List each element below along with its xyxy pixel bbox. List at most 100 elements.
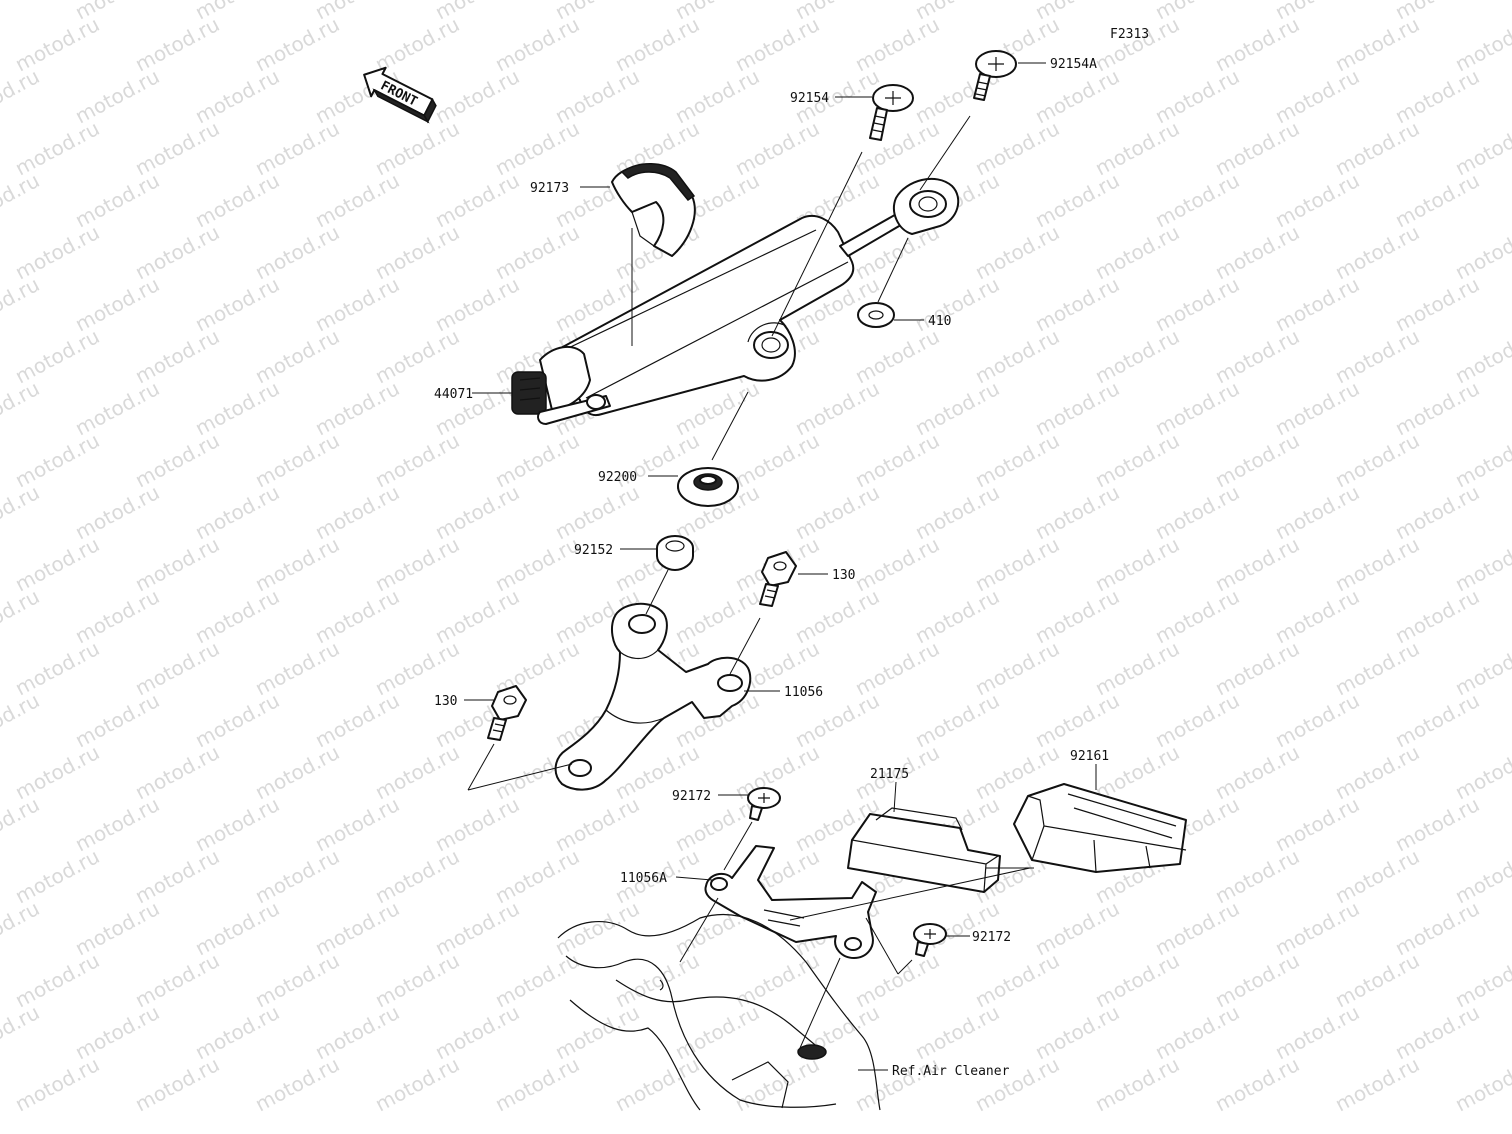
watermark-text: motod.ru [551,480,643,544]
callout-130-upper: 130 [832,568,855,583]
watermark-text: motod.ru [851,324,943,388]
watermark-text: motod.ru [11,324,103,388]
callout-11056: 11056 [784,685,823,700]
watermark-text: motod.ru [11,12,103,76]
bolt-130-lower [487,685,527,741]
watermark-text: motod.ru [251,844,343,908]
watermark-text: motod.ru [71,792,163,856]
watermark-text: motod.ru [371,1052,463,1116]
watermark-text: motod.ru [491,220,583,284]
watermark-text: motod.ru [911,272,1003,336]
watermark-text: motod.ru [0,480,43,544]
watermark-text: motod.ru [251,220,343,284]
watermark-text: motod.ru [611,1052,703,1116]
watermark-text: motod.ru [11,220,103,284]
watermark-text: motod.ru [551,1000,643,1064]
watermark-text: motod.ru [851,636,943,700]
watermark-text: motod.ru [851,948,943,1012]
watermark-text: motod.ru [131,116,223,180]
watermark-text: motod.ru [971,220,1063,284]
watermark-text: motod.ru [1031,1000,1123,1064]
watermark-text: motod.ru [1151,1000,1243,1064]
watermark-text: motod.ru [1211,116,1303,180]
watermark-text: motod.ru [251,428,343,492]
watermark-text: motod.ru [1211,1052,1303,1116]
watermark-text: motod.ru [911,376,1003,440]
watermark-text: motod.ru [1391,792,1483,856]
callout-44071: 44071 [434,387,473,402]
watermark-text: motod.ru [191,376,283,440]
steering-damper-44071 [511,177,960,425]
watermark-text: motod.ru [251,12,343,76]
watermark-text: motod.ru [1091,1052,1183,1116]
watermark-text: motod.ru [491,116,583,180]
watermark-text: motod.ru [431,376,523,440]
watermark-text: motod.ru [1451,12,1512,76]
watermark-text: motod.ru [1391,688,1483,752]
watermark-text: motod.ru [371,12,463,76]
leader-lines [464,62,1097,1071]
watermark-text: motod.ru [371,116,463,180]
watermark-text: motod.ru [131,532,223,596]
watermark-text: motod.ru [311,688,403,752]
watermark-text: motod.ru [1031,584,1123,648]
watermark-text: motod.ru [1091,116,1183,180]
callout-92154: 92154 [790,91,829,106]
watermark-text: motod.ru [1151,896,1243,960]
watermark-text: motod.ru [11,948,103,1012]
watermark-text: motod.ru [131,220,223,284]
watermark-text: motod.ru [1451,220,1512,284]
watermark-text: motod.ru [731,12,823,76]
watermark-text: motod.ru [311,896,403,960]
watermark-text: motod.ru [311,480,403,544]
callout-92154a: 92154A [1050,57,1097,72]
watermark-text: motod.ru [1091,532,1183,596]
bracket-11056 [554,602,752,791]
watermark-text: motod.ru [0,272,43,336]
watermark-text: motod.ru [1391,272,1483,336]
watermark-text: motod.ru [611,12,703,76]
callout-ref-air-cleaner: Ref.Air Cleaner [892,1064,1010,1079]
callout-130-lower: 130 [434,694,457,709]
watermark-text: motod.ru [11,636,103,700]
watermark-text: motod.ru [311,272,403,336]
watermark-text: motod.ru [1271,480,1363,544]
watermark-text: motod.ru [1391,480,1483,544]
watermark-text: motod.ru [1331,532,1423,596]
watermark-text: motod.ru [1031,688,1123,752]
screw-92172-lower [913,923,947,957]
watermark-text: motod.ru [971,948,1063,1012]
watermark-text: motod.ru [491,532,583,596]
callout-11056a: 11056A [620,871,667,886]
watermark-text: motod.ru [1271,168,1363,232]
watermark-text: motod.ru [971,428,1063,492]
watermark-text: motod.ru [851,12,943,76]
watermark-text: motod.ru [1211,532,1303,596]
watermark-text: motod.ru [311,584,403,648]
clip-92173 [611,163,696,257]
watermark-text: motod.ru [1211,636,1303,700]
watermark-text: motod.ru [611,948,703,1012]
air-cleaner-outline [557,913,881,1111]
watermark-text: motod.ru [971,532,1063,596]
watermark-text: motod.ru [131,844,223,908]
watermark-text: motod.ru [71,64,163,128]
watermark-text: motod.ru [1271,792,1363,856]
holder-92161 [1013,783,1187,873]
watermark-text: motod.ru [551,64,643,128]
watermark-text: motod.ru [1211,844,1303,908]
watermark-text: motod.ru [791,584,883,648]
watermark-text: motod.ru [671,1000,763,1064]
watermark-text: motod.ru [731,428,823,492]
bracket-11056a [704,845,877,959]
watermark-text: motod.ru [1091,12,1183,76]
watermark-text: motod.ru [191,480,283,544]
watermark-text: motod.ru [191,168,283,232]
watermark-text: motod.ru [1331,1052,1423,1116]
watermark-text: motod.ru [1151,272,1243,336]
watermark-text: motod.ru [311,376,403,440]
watermark-text: motod.ru [1031,480,1123,544]
watermark-text: motod.ru [671,584,763,648]
watermark-text: motod.ru [1271,688,1363,752]
